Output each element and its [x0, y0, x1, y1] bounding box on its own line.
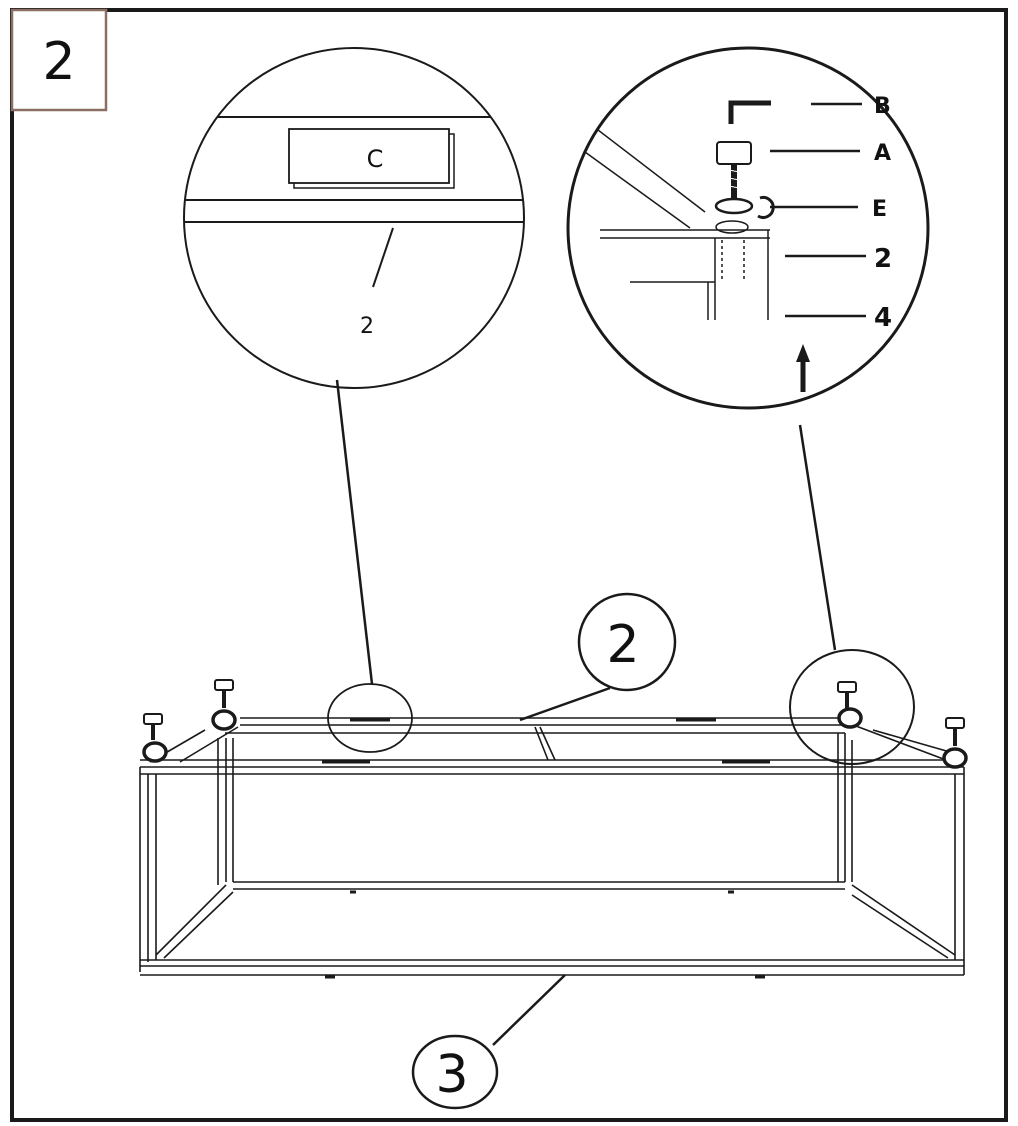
callout-frame-top: 2 [519, 592, 677, 722]
label-4: 4 [874, 303, 892, 333]
bolt-a [716, 141, 752, 200]
corner-bolts [142, 679, 968, 769]
bolt-back-left [211, 679, 237, 731]
leader-line-left [335, 379, 374, 685]
frame-label-left: 2 [360, 314, 374, 339]
allen-key-b [728, 100, 771, 124]
zoom-circle-left [327, 683, 413, 753]
callout-2-label: 2 [606, 615, 639, 675]
label-2: 2 [874, 244, 892, 274]
label-b: B [874, 94, 891, 119]
label-a: A [874, 141, 891, 166]
label-e: E [872, 197, 887, 222]
diagram-border [10, 8, 1008, 1122]
main-frame [139, 717, 965, 976]
bolt-front-right [942, 717, 968, 769]
slot-marks [322, 718, 770, 979]
bolt-back-right [837, 681, 863, 729]
part-c: C [288, 128, 455, 189]
callout-frame-bottom: 3 [411, 974, 566, 1110]
step-number: 2 [42, 32, 75, 92]
detail-left: C 2 [183, 47, 525, 389]
up-arrow-icon [796, 344, 810, 392]
part-c-label: C [367, 145, 384, 173]
callout-3-label: 3 [435, 1045, 468, 1105]
detail-right: B A E 2 4 [566, 46, 930, 410]
washer-e [714, 195, 775, 234]
leader-line-right [798, 424, 837, 651]
zoom-circle-right [789, 649, 915, 765]
bolt-front-left [142, 713, 168, 763]
step-number-box: 2 [10, 8, 108, 112]
